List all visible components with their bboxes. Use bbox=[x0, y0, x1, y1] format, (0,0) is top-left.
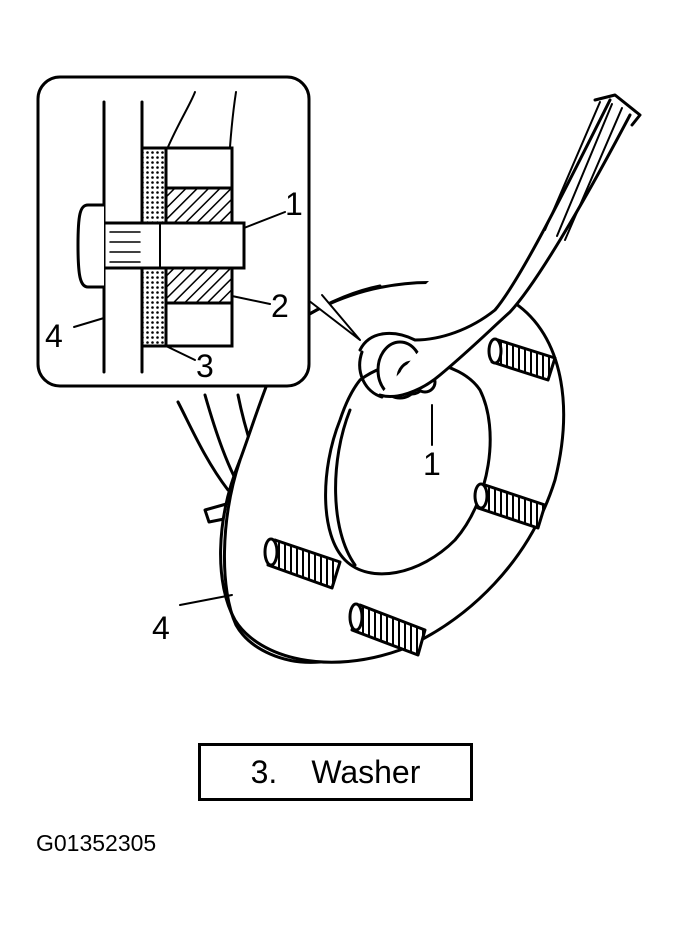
inset-leader-1 bbox=[243, 211, 286, 229]
lug-stud-top-right bbox=[487, 337, 557, 382]
inset-hub-upper bbox=[164, 146, 234, 190]
inset-bolt-shank bbox=[102, 221, 246, 270]
lug-stud-right bbox=[473, 482, 547, 530]
hub-bore bbox=[324, 360, 492, 576]
inset-pointer bbox=[307, 294, 361, 341]
inset-hub-hatched-upper bbox=[164, 186, 234, 225]
main-callout-4: 4 bbox=[152, 610, 170, 646]
legend-label: Washer bbox=[311, 753, 421, 790]
legend-box: 3. Washer bbox=[198, 743, 473, 801]
inset-callout-4: 4 bbox=[45, 318, 63, 354]
lug-stud-bottom bbox=[348, 602, 427, 657]
inset-hub-lower bbox=[164, 301, 234, 348]
lug-stud-left bbox=[263, 537, 342, 590]
main-callout-1: 1 bbox=[423, 446, 441, 482]
inset-leader-4 bbox=[73, 317, 105, 328]
figure-code: G01352305 bbox=[36, 830, 157, 856]
inset-hub-hatched-lower bbox=[164, 266, 234, 305]
hub-assembly bbox=[176, 93, 642, 664]
inset-callout-1: 1 bbox=[285, 186, 303, 222]
main-leader-4 bbox=[179, 594, 233, 606]
inset-bolt-head bbox=[76, 203, 106, 289]
inset-callout-3: 3 bbox=[196, 348, 214, 384]
inset-detail bbox=[36, 75, 311, 388]
inset-leader-2 bbox=[231, 295, 271, 305]
legend-number: 3. bbox=[250, 753, 278, 790]
inset-callout-2: 2 bbox=[271, 288, 289, 324]
inset-leader-3 bbox=[165, 345, 196, 361]
